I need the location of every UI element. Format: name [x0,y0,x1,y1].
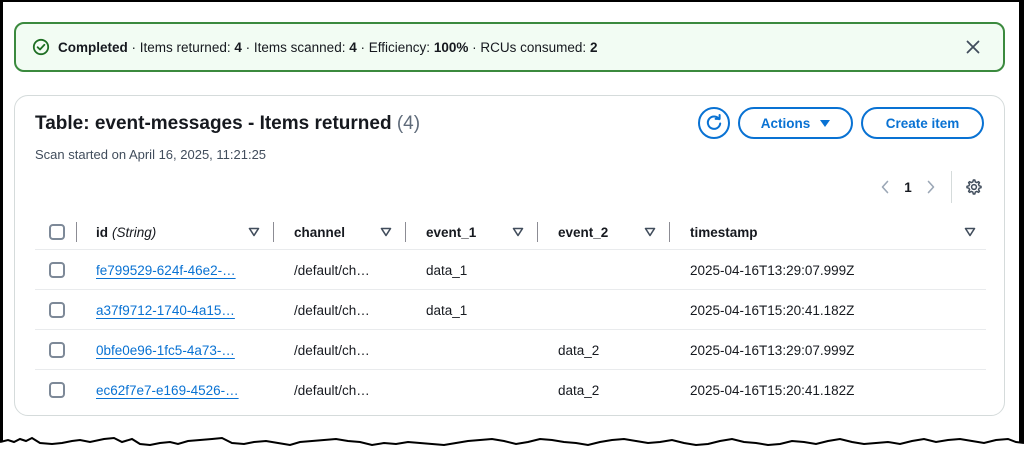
actions-dropdown-button[interactable]: Actions [738,107,853,139]
sort-filter-icon[interactable] [380,226,392,238]
item-id-link[interactable]: a37f9712-1740-4a15… [96,302,235,318]
table-row: 0bfe0e96-1fc5-4a73-… /default/ch… data_2… [35,330,986,370]
success-flashbar: Completed · Items returned: 4 · Items sc… [14,22,1005,72]
refresh-button[interactable] [698,107,730,139]
sort-filter-icon[interactable] [512,226,524,238]
row-select-checkbox[interactable] [49,342,65,358]
torn-edge-decoration [0,436,1024,456]
items-scanned-value: 4 [349,39,357,55]
create-item-button[interactable]: Create item [861,107,984,139]
frame-border-top [0,0,1024,2]
row-select-checkbox[interactable] [49,302,65,318]
column-header-event-2[interactable]: event_2 [558,224,609,240]
event-2-cell: data_2 [558,382,600,398]
channel-cell: /default/ch… [294,262,370,278]
event-2-cell: data_2 [558,342,600,358]
channel-cell: /default/ch… [294,302,370,318]
column-header-event-1[interactable]: event_1 [426,224,477,240]
item-id-link[interactable]: ec62f7e7-e169-4526-… [96,382,239,398]
check-circle-icon [32,38,50,56]
previous-page-button[interactable] [873,175,897,199]
frame-border-left [0,0,3,445]
items-count: (4) [396,113,421,134]
channel-cell: /default/ch… [294,382,370,398]
items-returned-label: Items returned: [139,39,231,55]
page-title: Table: event-messages - Items returned (… [35,113,421,134]
sort-filter-icon[interactable] [964,226,976,238]
event-1-cell: data_1 [426,262,468,278]
header-actions: Actions Create item [698,107,984,139]
items-returned-value: 4 [234,39,242,55]
caret-down-icon [820,119,831,127]
rcus-consumed-label: RCUs consumed: [480,39,587,55]
refresh-icon [706,114,722,130]
timestamp-cell: 2025-04-16T15:20:41.182Z [690,382,855,398]
timestamp-cell: 2025-04-16T15:20:41.182Z [690,302,855,318]
pagination: 1 [873,171,986,203]
gear-icon [966,179,982,195]
scan-start-time: Scan started on April 16, 2025, 11:21:25 [35,147,267,162]
item-id-link[interactable]: fe799529-624f-46e2-… [96,262,236,278]
column-resizer[interactable] [669,222,670,242]
column-resizer[interactable] [537,222,538,242]
efficiency-label: Efficiency: [368,39,431,55]
select-all-checkbox[interactable] [49,224,65,240]
timestamp-cell: 2025-04-16T13:29:07.999Z [690,342,855,358]
timestamp-cell: 2025-04-16T13:29:07.999Z [690,262,855,278]
pagination-divider [951,171,952,203]
close-icon [966,40,980,54]
select-all-cell [49,214,65,250]
scan-summary: Completed · Items returned: 4 · Items sc… [58,39,598,55]
row-select-checkbox[interactable] [49,382,65,398]
page-number-1[interactable]: 1 [904,179,912,195]
chevron-left-icon [881,180,889,194]
sort-filter-icon[interactable] [644,226,656,238]
table-row: ec62f7e7-e169-4526-… /default/ch… data_2… [35,370,986,410]
items-scanned-label: Items scanned: [253,39,346,55]
table-row: fe799529-624f-46e2-… /default/ch… data_1… [35,250,986,290]
efficiency-value: 100% [433,39,469,55]
sort-filter-icon[interactable] [248,226,260,238]
items-table-container: Table: event-messages - Items returned (… [14,95,1005,416]
frame-border-right [1019,0,1024,445]
column-separator [76,222,77,242]
table-preferences-button[interactable] [962,175,986,199]
status-label: Completed [58,39,128,55]
channel-cell: /default/ch… [294,342,370,358]
column-header-channel[interactable]: channel [294,224,346,240]
column-resizer[interactable] [405,222,406,242]
items-table: id (String) channel event_1 event_2 [35,214,986,410]
table-row: a37f9712-1740-4a15… /default/ch… data_1 … [35,290,986,330]
row-select-checkbox[interactable] [49,262,65,278]
event-1-cell: data_1 [426,302,468,318]
column-header-id[interactable]: id (String) [96,224,157,240]
next-page-button[interactable] [919,175,943,199]
column-header-timestamp[interactable]: timestamp [690,224,758,240]
item-id-link[interactable]: 0bfe0e96-1fc5-4a73-… [96,342,235,358]
column-resizer[interactable] [273,222,274,242]
table-header: id (String) channel event_1 event_2 [35,214,986,250]
rcus-consumed-value: 2 [589,39,598,55]
dismiss-banner-button[interactable] [963,37,983,57]
chevron-right-icon [927,180,935,194]
